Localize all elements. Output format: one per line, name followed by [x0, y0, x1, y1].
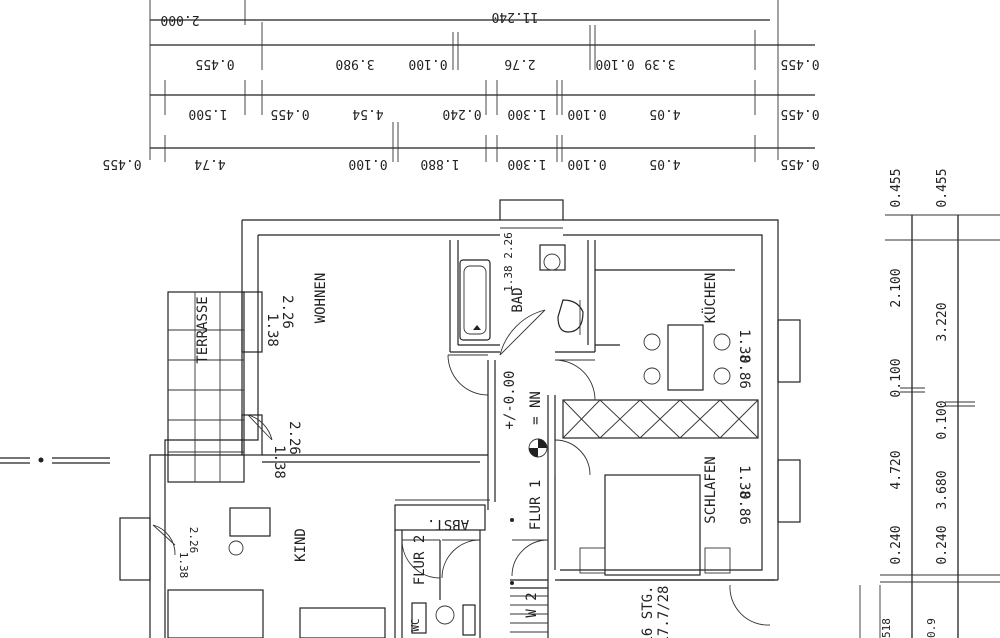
kitchen-fixtures: [643, 324, 731, 391]
room-height-wohnen: 1.38: [264, 313, 280, 347]
dim-label: 0.240: [889, 525, 904, 564]
dim-label: 0.100: [935, 400, 950, 439]
stair-count: 16 STG.: [640, 585, 656, 638]
room-label-abst: ABST.: [427, 516, 469, 532]
stair-ratio: 17.7/28: [656, 585, 672, 638]
level-label: +/-0.00: [502, 370, 518, 429]
room-area-wohnen: 2.26: [279, 295, 295, 329]
dimension-labels: 2.000 11.240 0.455 3.980 0.100 2.76 3.39…: [102, 9, 819, 171]
dim-label: 1.500: [188, 106, 227, 121]
dim-label: 0.455: [780, 56, 819, 71]
room-area-kind: 2.26: [187, 527, 200, 554]
dim-label: 0.455: [889, 168, 904, 207]
marker-dot: [510, 518, 514, 522]
bath-fixtures: [459, 244, 584, 341]
door-swings: [152, 309, 771, 626]
dim-label: 0.240: [935, 525, 950, 564]
dim-label: 0.455: [270, 106, 309, 121]
room-labels: WOHNEN 2.26 1.38 2.26 1.38 BAD 1.38 2.26…: [177, 232, 752, 638]
room-value-kuechen-2: 0.86: [736, 355, 752, 389]
dim-label: 2.100: [889, 268, 904, 307]
dim-label: 0.100: [348, 156, 387, 171]
door-area: 2.26: [286, 421, 302, 455]
dim-label: 3.680: [935, 470, 950, 509]
dim-label: 4.54: [352, 106, 383, 121]
right-dimension-chains: [859, 214, 1000, 638]
dim-label: 0.100: [595, 56, 634, 71]
dim-label: 1.880: [420, 156, 459, 171]
room-value-schlafen-1: 1.38: [736, 465, 752, 499]
kind-furniture: [167, 540, 386, 638]
room-height-kind: 1.38: [177, 552, 190, 579]
room-value-kuechen-1: 1.38: [736, 329, 752, 363]
dim-label: 0.455: [780, 156, 819, 171]
dim-label: 0.455: [935, 168, 950, 207]
dim-label: 4.74: [194, 156, 225, 171]
dim-label: 0.455: [195, 56, 234, 71]
dim-label: 0.455: [102, 156, 141, 171]
room-label-terrasse: TERRASSE: [195, 296, 211, 363]
level-marker-fill: [529, 439, 547, 457]
dim-label: 4.05: [649, 156, 680, 171]
section-marker: [0, 457, 110, 464]
dim-label: 0.100: [889, 358, 904, 397]
room-label-wohnen: WOHNEN: [313, 273, 329, 324]
room-label-kuechen: KÜCHEN: [701, 273, 719, 324]
dim-label: 4.05: [649, 106, 680, 121]
dim-label: 11.240: [492, 9, 539, 24]
dim-label: 0.455: [780, 106, 819, 121]
room-label-flur1: FLUR 1: [528, 480, 544, 531]
dim-label: 3.220: [935, 302, 950, 341]
bed: [579, 474, 731, 576]
door-height: 1.38: [271, 445, 287, 479]
dim-label: 1.300: [507, 156, 546, 171]
dim-label: 2.76: [504, 56, 535, 71]
dim-label: 518: [880, 618, 893, 638]
dim-label: 3.39: [644, 56, 675, 71]
dim-label: 0.9: [925, 618, 938, 638]
room-value-schlafen-2: 0.86: [736, 491, 752, 525]
room-label-schlafen: SCHLAFEN: [703, 456, 719, 523]
dim-label: 4.720: [889, 450, 904, 489]
dim-label: 1.300: [507, 106, 546, 121]
terrace: TERRASSE: [167, 291, 245, 483]
stair-lines: [510, 595, 548, 633]
dim-label: 0.240: [442, 106, 481, 121]
room-label-w2: W 2: [524, 592, 540, 617]
dim-label: 0.100: [567, 106, 606, 121]
dimension-chains: [149, 0, 815, 162]
dim-label: 0.100: [408, 56, 447, 71]
room-label-bad: BAD: [510, 287, 526, 312]
dim-label: 0.100: [567, 156, 606, 171]
right-dimension-labels: 0.455 2.100 0.100 4.720 0.240 0.455 3.22…: [880, 168, 950, 638]
level-ref: = NN: [528, 391, 544, 425]
marker-dot: [510, 581, 514, 585]
room-label-kind: KIND: [293, 528, 309, 562]
interior-walls: [262, 240, 775, 638]
dim-label: 2.000: [160, 12, 199, 27]
room-label-flur2: FLUR 2: [412, 535, 428, 586]
room-label-wc: WC: [409, 618, 422, 631]
dim-label: 3.980: [335, 56, 374, 71]
exterior-walls: [119, 199, 801, 638]
bath-fixture-label: 1.38 2.26: [502, 232, 515, 292]
wc-fixtures: [411, 602, 476, 636]
